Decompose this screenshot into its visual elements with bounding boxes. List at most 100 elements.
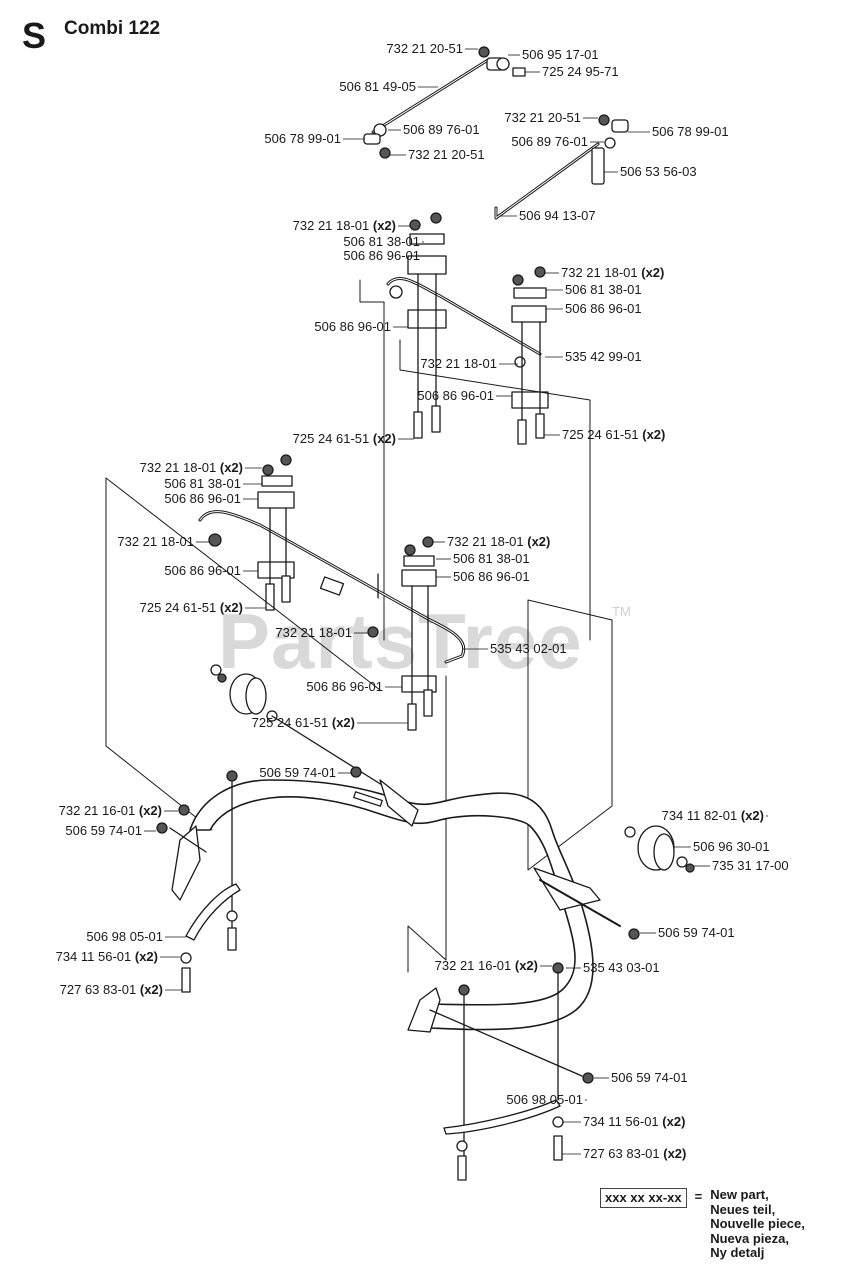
- part-number-label: 732 21 18-01 (x2): [561, 265, 664, 280]
- part-number-label: 506 89 76-01: [511, 134, 588, 149]
- quantity: (x2): [660, 1146, 687, 1161]
- part-number: 535 43 02-01: [490, 641, 567, 656]
- part-number: 535 42 99-01: [565, 349, 642, 364]
- part-number: 506 78 99-01: [652, 124, 729, 139]
- quantity: (x2): [638, 265, 665, 280]
- part-number-label: 506 59 74-01: [259, 765, 336, 780]
- part-number: 506 53 56-03: [620, 164, 697, 179]
- part-number: 732 21 20-51: [408, 147, 485, 162]
- part-number: 735 31 17-00: [712, 858, 789, 873]
- part-number-label: 506 86 96-01: [164, 491, 241, 506]
- part-number-label: 506 59 74-01: [658, 925, 735, 940]
- part-number-label: 506 81 49-05: [339, 79, 416, 94]
- part-number: 506 86 96-01: [164, 563, 241, 578]
- part-number-label: 732 21 16-01 (x2): [59, 803, 162, 818]
- part-number: 506 86 96-01: [417, 388, 494, 403]
- quantity: (x2): [639, 427, 666, 442]
- quantity: (x2): [216, 460, 243, 475]
- quantity: (x2): [328, 715, 355, 730]
- part-number: 506 86 96-01: [306, 679, 383, 694]
- part-number: 734 11 82-01: [662, 808, 738, 823]
- part-number: 506 81 38-01: [164, 476, 241, 491]
- part-number: 506 59 74-01: [658, 925, 735, 940]
- part-number-label: 506 98 05-01: [86, 929, 163, 944]
- part-number: 506 89 76-01: [403, 122, 480, 137]
- part-number-label: 725 24 61-51 (x2): [252, 715, 355, 730]
- part-number: 506 98 05-01: [86, 929, 163, 944]
- part-number: 725 24 61-51: [293, 431, 370, 446]
- part-number-label: 506 81 38-01: [343, 234, 420, 249]
- part-number: 732 21 20-51: [504, 110, 581, 125]
- legend-line: Neues teil,: [710, 1201, 776, 1217]
- quantity: (x2): [135, 803, 162, 818]
- part-number-label: 725 24 61-51 (x2): [293, 431, 396, 446]
- legend: xxx xx xx-xx = New part, Neues teil, Nou…: [600, 1187, 805, 1261]
- quantity: (x2): [216, 600, 243, 615]
- legend-line: Nouvelle piece,: [710, 1216, 805, 1232]
- part-number: 506 96 30-01: [693, 839, 770, 854]
- part-number: 506 94 13-07: [519, 208, 596, 223]
- part-callouts: 732 21 20-51 506 95 17-01 725 24 95-71 506 …: [56, 41, 789, 1161]
- part-number: 506 59 74-01: [65, 823, 142, 838]
- part-number: 732 21 18-01: [447, 534, 524, 549]
- part-number-label: 506 86 96-01: [314, 319, 391, 334]
- part-number: 506 81 38-01: [343, 234, 420, 249]
- part-number: 506 59 74-01: [611, 1070, 688, 1085]
- part-number-label: 535 43 02-01: [490, 641, 567, 656]
- quantity: (x2): [136, 982, 163, 997]
- part-number-label: 734 11 56-01 (x2): [583, 1114, 685, 1129]
- part-number-label: 506 86 96-01: [343, 248, 420, 263]
- part-number: 725 24 61-51: [562, 427, 639, 442]
- part-number-label: 732 21 18-01 (x2): [140, 460, 243, 475]
- part-number-label: 506 86 96-01: [565, 301, 642, 316]
- part-number: 732 21 16-01: [59, 803, 136, 818]
- part-number: 734 11 56-01: [56, 949, 132, 964]
- part-number: 506 86 96-01: [565, 301, 642, 316]
- part-number: 506 59 74-01: [259, 765, 336, 780]
- part-number-label: 732 21 18-01 (x2): [447, 534, 550, 549]
- quantity: (x2): [659, 1114, 686, 1129]
- part-number-label: 725 24 61-51 (x2): [562, 427, 665, 442]
- exploded-view-art: [105, 46, 695, 1181]
- part-number: 506 81 49-05: [339, 79, 416, 94]
- part-number: 732 21 18-01: [140, 460, 217, 475]
- part-number: 506 81 38-01: [453, 551, 530, 566]
- part-number-label: 506 94 13-07: [519, 208, 596, 223]
- part-number: 506 81 38-01: [565, 282, 642, 297]
- part-number: 732 21 18-01: [117, 534, 194, 549]
- part-number-label: 506 78 99-01: [652, 124, 729, 139]
- part-number-label: 506 59 74-01: [611, 1070, 688, 1085]
- part-number-label: 506 98 05-01: [506, 1092, 583, 1107]
- part-number-label: 506 59 74-01: [65, 823, 142, 838]
- part-number-label: 506 96 30-01: [693, 839, 770, 854]
- part-number: 727 63 83-01: [60, 982, 137, 997]
- part-number: 506 86 96-01: [453, 569, 530, 584]
- part-number: 725 24 95-71: [542, 64, 619, 79]
- legend-equals: =: [694, 1189, 703, 1204]
- part-number: 734 11 56-01: [583, 1114, 659, 1129]
- part-number-label: 506 81 38-01: [164, 476, 241, 491]
- part-number-label: 506 81 38-01: [565, 282, 642, 297]
- part-number-label: 732 21 16-01 (x2): [435, 958, 538, 973]
- part-number: 506 86 96-01: [164, 491, 241, 506]
- part-number-label: 732 21 18-01: [420, 356, 497, 371]
- part-number-label: 535 43 03-01: [583, 960, 660, 975]
- quantity: (x2): [524, 534, 551, 549]
- section-letter: S: [22, 15, 47, 56]
- diagram-title: Combi 122: [64, 18, 161, 39]
- quantity: (x2): [131, 949, 158, 964]
- part-number: 732 21 18-01: [420, 356, 497, 371]
- part-number-label: 506 95 17-01: [522, 47, 599, 62]
- legend-description: New part, Neues teil, Nouvelle piece, Nu…: [710, 1187, 805, 1261]
- part-number-label: 506 86 96-01: [417, 388, 494, 403]
- leader-lines: [144, 48, 768, 1155]
- legend-line: Nueva pieza,: [710, 1230, 789, 1246]
- part-number-label: 506 53 56-03: [620, 164, 697, 179]
- part-number-label: 732 21 20-51: [408, 147, 485, 162]
- part-number-label: 734 11 82-01 (x2): [662, 808, 764, 823]
- part-number-label: 506 89 76-01: [403, 122, 480, 137]
- part-number: 506 95 17-01: [522, 47, 599, 62]
- part-number: 535 43 03-01: [583, 960, 660, 975]
- quantity: (x2): [511, 958, 538, 973]
- part-number-label: 732 21 18-01: [117, 534, 194, 549]
